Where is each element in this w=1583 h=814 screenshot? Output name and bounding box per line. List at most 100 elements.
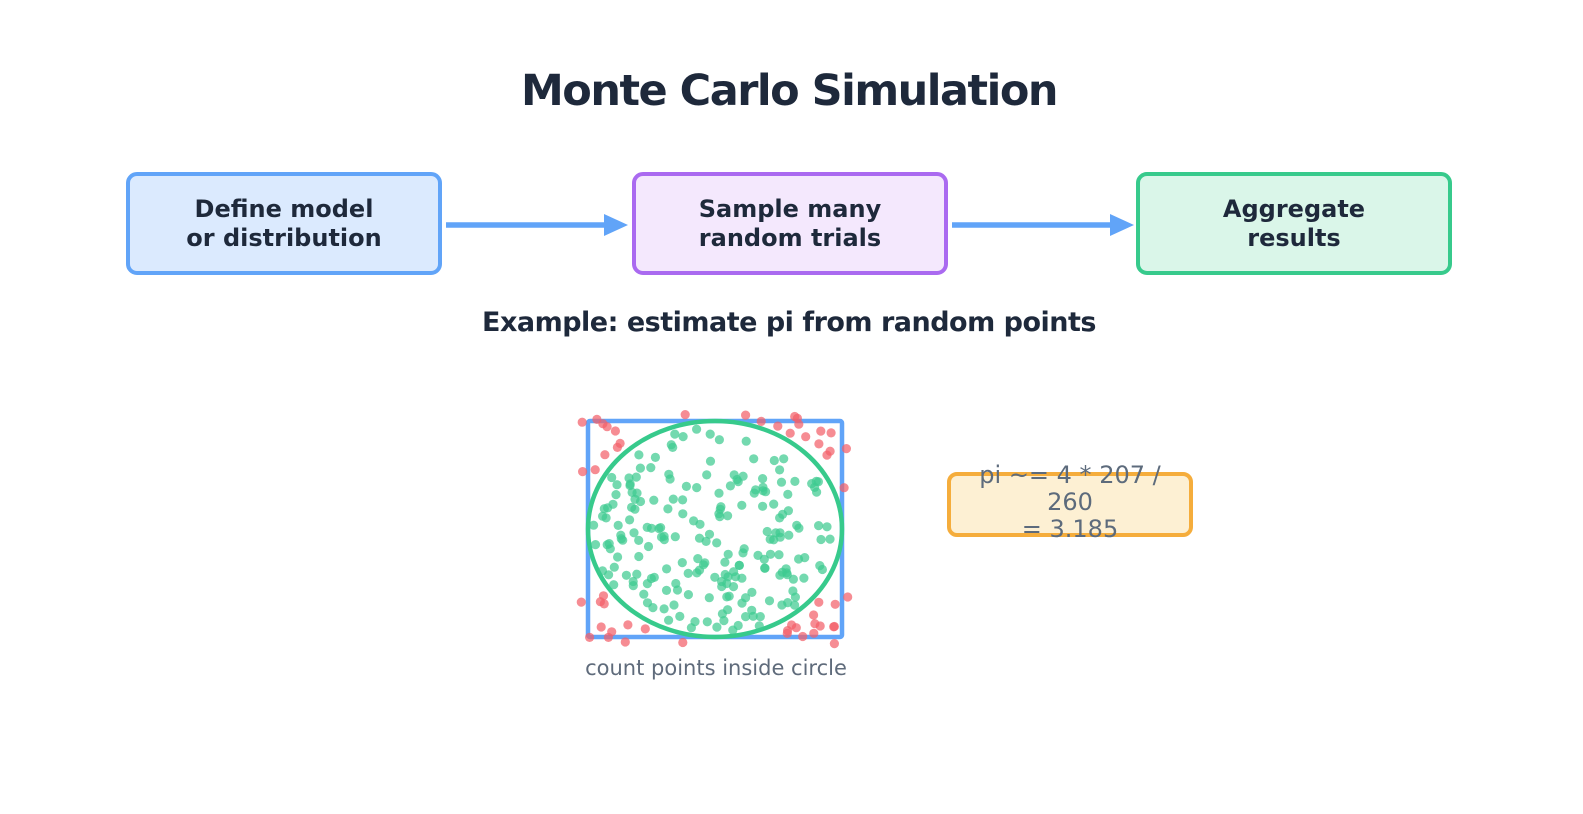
- sample-point: [642, 598, 653, 608]
- sample-point: [613, 552, 623, 562]
- sample-point: [598, 511, 608, 521]
- sample-point: [670, 532, 680, 542]
- sample-point: [609, 580, 619, 590]
- sample-point: [646, 463, 656, 473]
- sample-point: [665, 474, 675, 484]
- flow-arrow-1-icon: [445, 211, 629, 239]
- sample-point: [661, 585, 672, 595]
- flow-step-aggregate-results: Aggregate results: [1136, 172, 1452, 275]
- sample-point: [747, 605, 757, 615]
- step-label-define-model: Define model or distribution: [186, 194, 382, 252]
- sample-point: [613, 520, 623, 530]
- sample-point: [690, 617, 700, 627]
- sample-point: [590, 540, 601, 550]
- flow-step-define-model: Define model or distribution: [126, 172, 442, 275]
- sample-point: [775, 513, 785, 523]
- sample-point: [826, 428, 836, 438]
- sample-point: [737, 598, 747, 608]
- sample-point: [662, 564, 672, 574]
- sample-point: [769, 455, 779, 466]
- sample-point: [627, 487, 637, 497]
- sample-point: [610, 426, 620, 436]
- sample-point: [822, 522, 832, 532]
- sample-point: [785, 428, 795, 438]
- sample-point: [723, 511, 733, 521]
- sample-point: [825, 534, 835, 544]
- sample-point: [816, 534, 826, 545]
- sample-point: [728, 582, 739, 592]
- sample-point: [717, 576, 727, 587]
- sample-point: [599, 599, 609, 609]
- sample-point: [597, 566, 608, 576]
- sample-point: [841, 444, 851, 454]
- scatter-caption: count points inside circle: [585, 656, 847, 680]
- sample-point: [607, 627, 617, 637]
- sample-point: [609, 562, 619, 572]
- sample-point: [829, 622, 839, 632]
- sample-point: [817, 564, 827, 575]
- sample-point: [704, 593, 714, 603]
- flow-step-sample-trials: Sample many random trials: [632, 172, 948, 275]
- sample-point: [759, 554, 769, 564]
- sample-point: [741, 410, 751, 420]
- result-box: [947, 472, 1193, 537]
- sample-point: [775, 570, 785, 580]
- sample-point: [577, 417, 587, 427]
- sample-point: [737, 500, 747, 510]
- sample-point: [599, 504, 609, 514]
- sample-point: [630, 504, 640, 514]
- sample-point: [729, 470, 739, 480]
- sample-point: [669, 600, 679, 610]
- sample-point: [762, 526, 772, 537]
- sample-point: [790, 476, 800, 486]
- sample-point: [758, 501, 768, 511]
- inscribed-circle: [585, 418, 845, 640]
- sample-point: [777, 600, 787, 610]
- sample-point: [620, 637, 630, 647]
- sample-point: [775, 532, 785, 542]
- sample-point: [578, 467, 588, 477]
- sample-point: [678, 509, 688, 519]
- sample-point: [738, 548, 748, 558]
- sample-point: [814, 521, 824, 531]
- sample-point: [720, 557, 730, 567]
- sample-point: [774, 550, 784, 560]
- sample-point: [798, 631, 808, 642]
- page-title: Monte Carlo Simulation: [521, 66, 1059, 116]
- sample-point: [769, 499, 779, 509]
- sample-point: [625, 515, 635, 525]
- sample-point: [783, 489, 793, 499]
- sample-point: [680, 410, 690, 420]
- sample-point: [607, 472, 617, 483]
- sample-point: [670, 429, 680, 439]
- sample-point: [600, 450, 610, 460]
- sample-point: [623, 620, 633, 630]
- sample-point: [728, 625, 738, 635]
- scatter-dots: [576, 410, 853, 649]
- sample-point: [629, 528, 639, 538]
- sample-point: [693, 554, 703, 564]
- sample-point: [611, 490, 621, 500]
- sample-point: [815, 621, 825, 631]
- scatter-plot: [576, 410, 853, 649]
- sample-point: [631, 472, 641, 482]
- sample-point: [814, 597, 824, 607]
- result-line-2: 260: [1047, 488, 1093, 516]
- sample-point: [734, 560, 744, 570]
- sample-point: [825, 446, 835, 456]
- sample-point: [764, 596, 775, 606]
- sample-point: [624, 473, 634, 483]
- sample-point: [724, 591, 734, 601]
- sample-point: [675, 611, 685, 621]
- sample-point: [678, 637, 688, 648]
- sample-point: [788, 574, 798, 584]
- sample-point: [649, 572, 659, 582]
- sample-point: [681, 481, 691, 491]
- sample-point: [749, 454, 759, 464]
- sample-point: [731, 572, 741, 582]
- sample-point: [809, 610, 819, 620]
- sample-point: [830, 599, 840, 609]
- sample-point: [712, 622, 722, 632]
- sample-point: [758, 474, 768, 484]
